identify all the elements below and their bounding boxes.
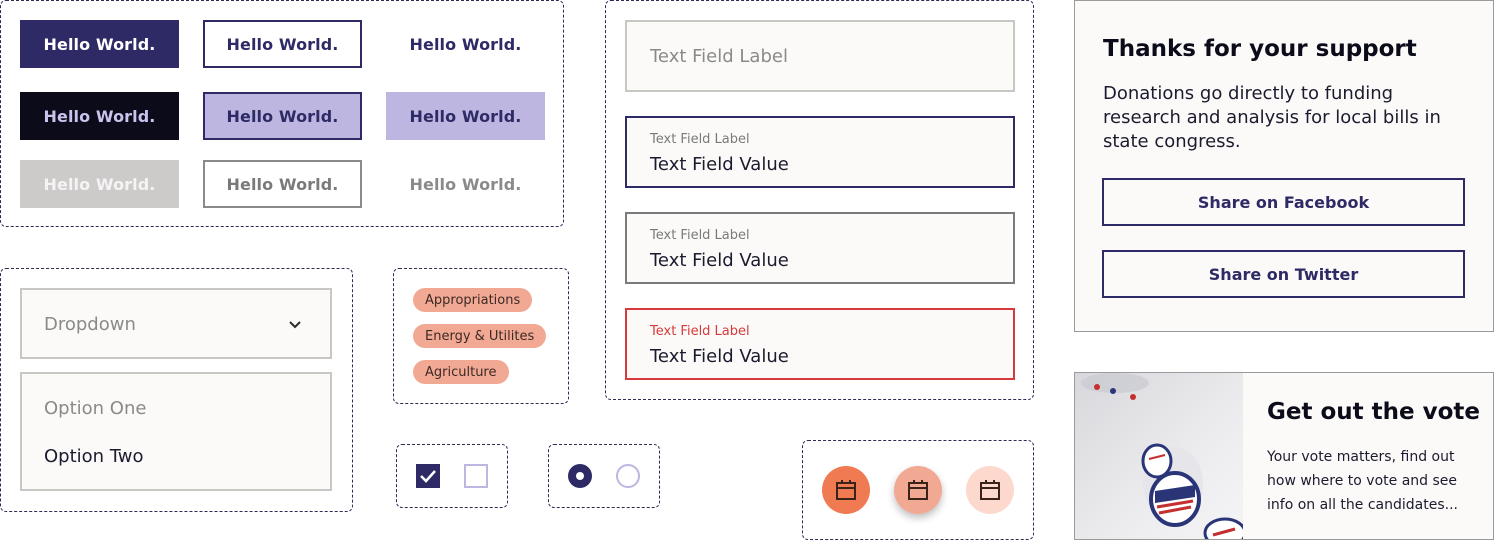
chip-energy[interactable]: Energy & Utilites bbox=[413, 324, 547, 348]
text-field-value: Text Field Value bbox=[650, 154, 789, 175]
dropdown-showcase bbox=[0, 268, 353, 512]
primary-button-hover[interactable]: Hello World. bbox=[20, 92, 179, 140]
dropdown-placeholder: Dropdown bbox=[44, 314, 136, 335]
text-field-value: Text Field Value bbox=[650, 250, 789, 271]
checkbox-unchecked[interactable] bbox=[464, 464, 488, 488]
outline-button-disabled[interactable]: Hello World. bbox=[203, 160, 362, 208]
check-icon bbox=[420, 470, 436, 483]
support-card-body: Donations go directly to funding researc… bbox=[1103, 83, 1441, 152]
primary-button-disabled[interactable]: Hello World. bbox=[20, 160, 179, 208]
vote-card-title: Get out the vote bbox=[1267, 399, 1481, 425]
calendar-icon bbox=[836, 480, 856, 500]
icon-button-showcase bbox=[802, 440, 1034, 540]
outline-button[interactable]: Hello World. bbox=[203, 20, 362, 68]
text-field-label: Text Field Label bbox=[650, 228, 750, 243]
chevron-down-icon bbox=[288, 316, 302, 335]
primary-button[interactable]: Hello World. bbox=[20, 20, 179, 68]
calendar-icon bbox=[980, 480, 1000, 500]
radio-selected[interactable] bbox=[568, 464, 592, 488]
text-field-placeholder: Text Field Label bbox=[650, 46, 788, 67]
dropdown-menu: Option One Option Two bbox=[20, 372, 332, 491]
text-button-disabled[interactable]: Hello World. bbox=[409, 174, 522, 194]
text-field-filled[interactable]: Text Field Label Text Field Value bbox=[625, 212, 1015, 284]
text-field-empty[interactable]: Text Field Label bbox=[625, 20, 1015, 92]
radio-showcase bbox=[548, 444, 660, 508]
dropdown-option[interactable]: Option One bbox=[44, 398, 147, 419]
checkbox-checked[interactable] bbox=[416, 464, 440, 488]
share-facebook-button[interactable]: Share on Facebook bbox=[1102, 178, 1465, 226]
calendar-button-secondary[interactable] bbox=[894, 466, 942, 514]
text-field-showcase bbox=[605, 0, 1034, 400]
chip-agriculture[interactable]: Agriculture bbox=[413, 360, 509, 384]
vote-card[interactable]: Get out the vote Your vote matters, find… bbox=[1074, 372, 1494, 540]
outline-button-hover[interactable]: Hello World. bbox=[203, 92, 362, 140]
calendar-button-tertiary[interactable] bbox=[966, 466, 1014, 514]
dropdown-option[interactable]: Option Two bbox=[44, 446, 144, 467]
text-field-value: Text Field Value bbox=[650, 346, 789, 367]
text-field-label: Text Field Label bbox=[650, 132, 750, 147]
dropdown-select[interactable]: Dropdown bbox=[20, 288, 332, 359]
checkbox-showcase bbox=[396, 444, 508, 508]
share-twitter-button[interactable]: Share on Twitter bbox=[1102, 250, 1465, 298]
vote-card-body: Your vote matters, find out how where to… bbox=[1267, 449, 1458, 513]
support-card-title: Thanks for your support bbox=[1103, 36, 1417, 62]
calendar-button-primary[interactable] bbox=[822, 466, 870, 514]
text-button[interactable]: Hello World. bbox=[409, 34, 522, 54]
chip-appropriations[interactable]: Appropriations bbox=[413, 288, 533, 312]
calendar-icon bbox=[908, 480, 928, 500]
text-button-hover[interactable]: Hello World. bbox=[386, 92, 545, 140]
voted-sticker-image bbox=[1075, 373, 1243, 539]
text-field-focused[interactable]: Text Field Label Text Field Value bbox=[625, 116, 1015, 188]
chip-showcase bbox=[393, 268, 569, 404]
radio-unselected[interactable] bbox=[616, 464, 640, 488]
text-field-label: Text Field Label bbox=[650, 324, 750, 339]
button-showcase bbox=[0, 0, 564, 227]
text-field-error[interactable]: Text Field Label Text Field Value bbox=[625, 308, 1015, 380]
